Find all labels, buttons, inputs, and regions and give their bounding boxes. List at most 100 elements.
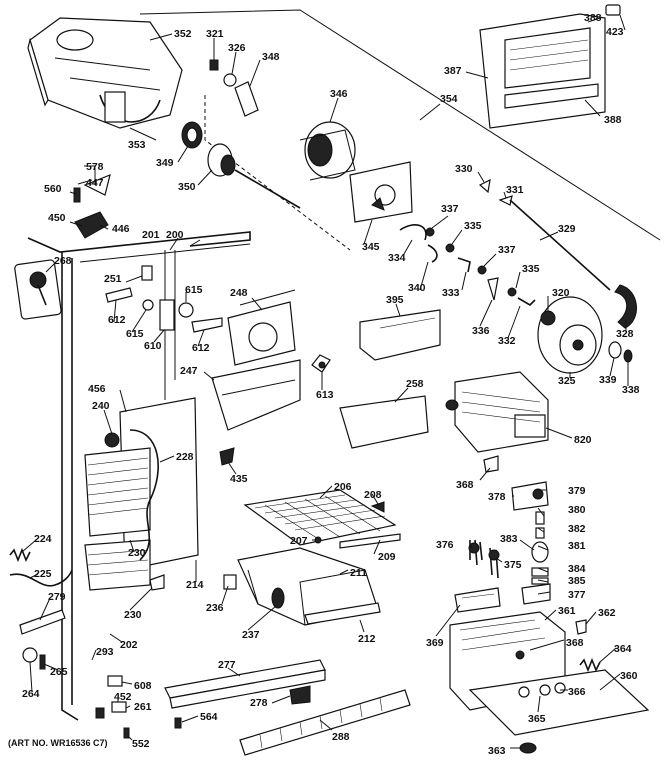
label-202: 202 (120, 639, 138, 651)
label-384: 384 (568, 563, 586, 575)
label-331: 331 (506, 184, 524, 196)
label-383: 383 (500, 533, 518, 545)
label-278: 278 (250, 697, 268, 709)
label-337b: 337 (498, 244, 516, 256)
cam-447 (83, 168, 111, 196)
label-228: 228 (176, 451, 194, 463)
screw-564 (174, 717, 182, 729)
label-211: 211 (350, 567, 367, 579)
label-446: 446 (112, 223, 130, 235)
label-349: 349 (156, 157, 174, 169)
fan-613 (311, 354, 331, 373)
label-369: 369 (426, 637, 444, 649)
motor-346 (299, 121, 356, 181)
label-338: 338 (622, 384, 640, 396)
bracket-612a (105, 287, 133, 303)
cover-395 (359, 309, 441, 361)
linkage-parts (399, 178, 611, 307)
part-362 (575, 619, 587, 635)
label-377: 377 (568, 589, 586, 601)
label-201: 201 (142, 229, 160, 241)
label-452: 452 (114, 691, 132, 703)
tube-225 (9, 569, 73, 587)
label-277: 277 (218, 659, 236, 671)
grille-288 (239, 689, 411, 756)
label-376: 376 (436, 539, 454, 551)
label-578: 578 (86, 161, 104, 173)
screw-321 (209, 59, 219, 71)
door-panel-387 (479, 13, 606, 129)
label-348: 348 (262, 51, 280, 63)
label-333: 333 (442, 287, 460, 299)
label-230a: 230 (128, 547, 146, 559)
valve-378 (511, 481, 549, 511)
label-379: 379 (568, 485, 586, 497)
base-pan-360 (468, 669, 650, 736)
label-564: 564 (200, 711, 218, 723)
label-224: 224 (34, 533, 52, 545)
label-447: 447 (86, 177, 104, 189)
hinge-236 (223, 574, 237, 590)
label-368b: 368 (566, 637, 584, 649)
label-388b: 388 (604, 114, 622, 126)
trim-209 (339, 533, 401, 549)
washer-615b (178, 302, 194, 318)
label-328: 328 (616, 328, 634, 340)
spring-224 (9, 547, 31, 563)
label-450: 450 (48, 212, 66, 224)
label-251: 251 (104, 273, 122, 285)
fan-shroud-248 (227, 289, 296, 366)
label-366: 366 (568, 686, 586, 698)
switch-251 (141, 265, 153, 281)
label-368a: 368 (456, 479, 474, 491)
label-200: 200 (166, 229, 184, 241)
label-615a: 615 (126, 328, 144, 340)
label-380: 380 (568, 504, 586, 516)
light-435 (219, 447, 235, 466)
parts-608-452-261 (95, 675, 127, 719)
label-212: 212 (358, 633, 376, 645)
label-375: 375 (504, 559, 522, 571)
shelf-206 (243, 489, 397, 546)
damper-610 (159, 299, 175, 331)
auger-350 (207, 143, 301, 209)
label-214: 214 (186, 579, 204, 591)
label-388a: 388 (584, 12, 602, 24)
screw-552 (123, 727, 130, 739)
label-364: 364 (614, 643, 632, 655)
screw-560 (73, 187, 81, 203)
label-335a: 335 (464, 220, 482, 232)
bin-211 (237, 547, 381, 626)
bracket-612b (191, 317, 223, 333)
leader-lines (21, 14, 629, 749)
label-352: 352 (174, 28, 192, 40)
label-329: 329 (558, 223, 576, 235)
label-279: 279 (48, 591, 66, 603)
label-346: 346 (330, 88, 348, 100)
label-363: 363 (488, 745, 506, 757)
bracket-230b (149, 574, 165, 591)
label-293: 293 (96, 646, 114, 658)
label-265: 265 (50, 666, 68, 678)
label-326: 326 (228, 42, 246, 54)
label-613: 613 (316, 389, 334, 401)
valve-375 (488, 547, 500, 579)
washer-615a (142, 299, 154, 311)
cap-264 (22, 647, 38, 663)
bracket-345 (349, 161, 413, 223)
valve-parts (521, 511, 551, 605)
part-328 (614, 284, 637, 329)
screw-265 (39, 654, 46, 670)
gearmotor-325 (537, 296, 603, 374)
label-612a: 612 (108, 314, 126, 326)
label-247: 247 (180, 365, 198, 377)
part-363 (519, 742, 537, 754)
valve-376 (468, 539, 483, 566)
roller-237 (271, 587, 285, 609)
label-382: 382 (568, 523, 586, 535)
bracket-278 (289, 685, 311, 705)
label-552: 552 (132, 738, 150, 750)
label-207: 207 (290, 535, 308, 547)
label-435: 435 (230, 473, 248, 485)
label-615b: 615 (185, 284, 203, 296)
